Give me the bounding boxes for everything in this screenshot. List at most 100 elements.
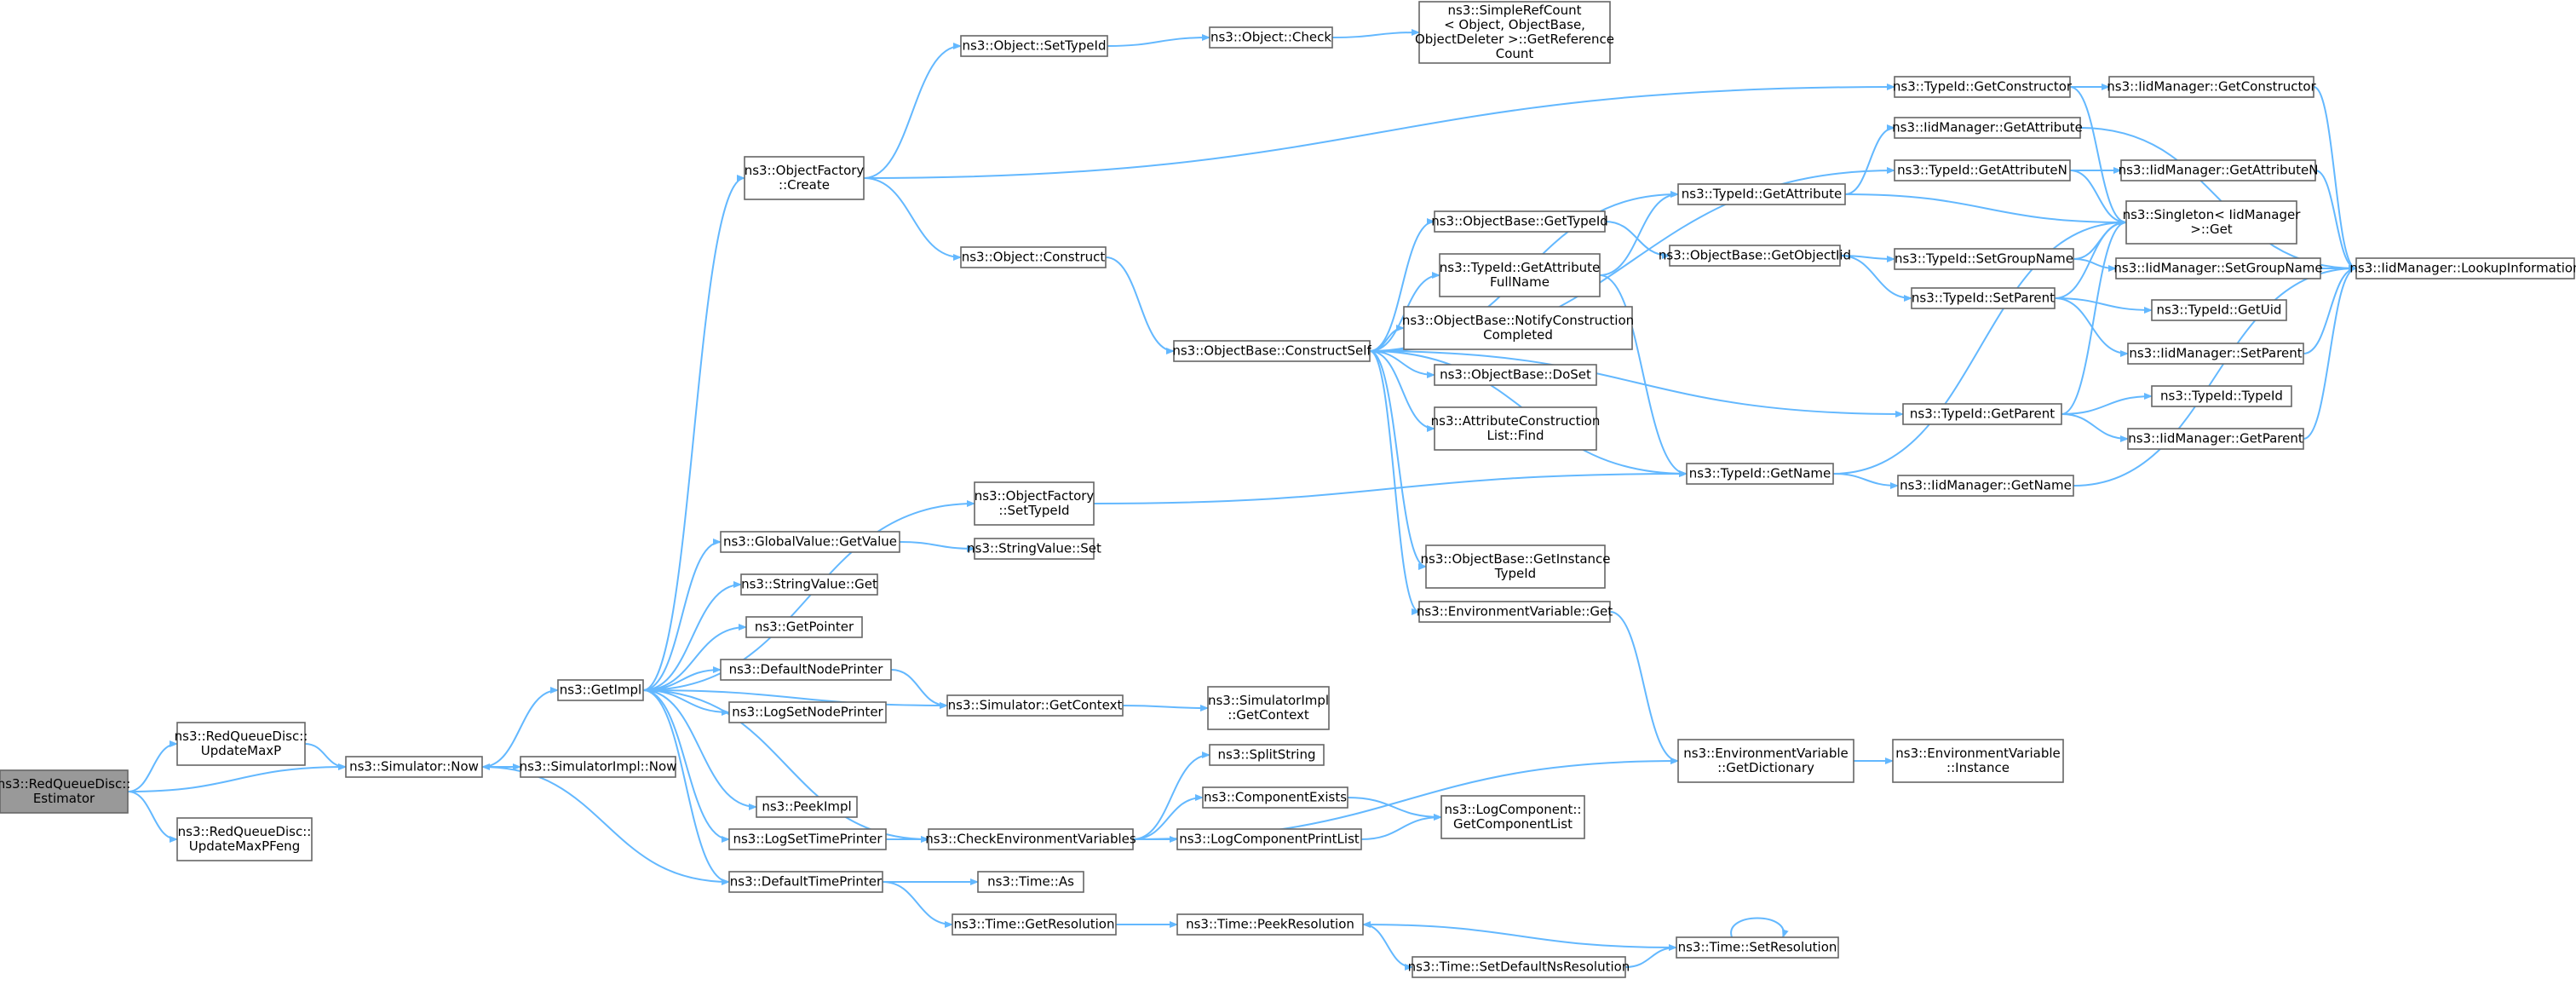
node-ns3-iidmanager-setgroupname[interactable]: ns3::IidManager::SetGroupName [2113, 257, 2323, 279]
node-ns3-componentexists[interactable]: ns3::ComponentExists [1202, 786, 1348, 809]
node-box [1677, 739, 1854, 783]
edge-n29-to-n39 [1362, 924, 1413, 971]
node-box [960, 246, 1107, 268]
node-ns3-typeid-getname[interactable]: ns3::TypeId::GetName [1686, 463, 1834, 485]
node-box [1412, 956, 1626, 978]
node-ns3-environmentvariable-getdictionary[interactable]: ns3::EnvironmentVariable::GetDictionary [1677, 739, 1854, 783]
node-ns3-objectfactory-settypeid[interactable]: ns3::ObjectFactory::SetTypeId [974, 481, 1095, 526]
node-ns3-objectbase-getobjectiid[interactable]: ns3::ObjectBase::GetObjectIid [1659, 245, 1851, 267]
node-box [0, 769, 129, 814]
node-ns3-typeid-setparent[interactable]: ns3::TypeId::SetParent [1911, 287, 2056, 309]
node-ns3-typeid-getattribute[interactable]: ns3::TypeId::GetAttribute [1677, 183, 1846, 205]
node-ns3-objectfactory-create[interactable]: ns3::ObjectFactory::Create [744, 156, 865, 200]
node-ns3-defaulttimeprinter[interactable]: ns3::DefaultTimePrinter [728, 871, 883, 893]
node-label: UpdateMaxPFeng [189, 838, 300, 854]
node-ns3-simulator-now[interactable]: ns3::Simulator::Now [345, 756, 483, 778]
node-label: Estimator [33, 791, 95, 806]
node-ns3-logcomponentprintlist[interactable]: ns3::LogComponentPrintList [1176, 828, 1362, 850]
node-ns3-objectbase-notifyconstruction-completed[interactable]: ns3::ObjectBase::NotifyConstructionCompl… [1402, 306, 1634, 350]
edge-n53-to-n61 [2313, 86, 2357, 272]
node-ns3-time-peekresolution[interactable]: ns3::Time::PeekResolution [1176, 913, 1364, 936]
node-box [952, 913, 1117, 936]
node-ns3-objectbase-constructself[interactable]: ns3::ObjectBase::ConstructSelf [1172, 340, 1371, 362]
node-ns3-defaultnodeprinter[interactable]: ns3::DefaultNodePrinter [720, 659, 892, 681]
edge-n24-to-n36 [1369, 350, 1427, 570]
node-ns3-typeid-getparent[interactable]: ns3::TypeId::GetParent [1902, 403, 2062, 425]
node-label: ns3::Time::PeekResolution [1186, 917, 1354, 932]
node-ns3-iidmanager-getattribute[interactable]: ns3::IidManager::GetAttribute [1892, 117, 2083, 139]
node-label: ns3::ComponentExists [1204, 790, 1347, 805]
edge-n4-to-n15 [642, 689, 730, 885]
node-ns3-environmentvariable-get[interactable]: ns3::EnvironmentVariable::Get [1417, 601, 1613, 623]
node-ns3-redqueuedisc-estimator[interactable]: ns3::RedQueueDisc::Estimator [0, 769, 130, 814]
node-label: ns3::GetImpl [560, 683, 641, 698]
node-box [1418, 601, 1611, 623]
node-ns3-iidmanager-getparent[interactable]: ns3::IidManager::GetParent [2127, 428, 2304, 450]
node-ns3-iidmanager-getconstructor[interactable]: ns3::IidManager::GetConstructor [2107, 76, 2317, 98]
node-ns3-stringvalue-set[interactable]: ns3::StringValue::Set [967, 538, 1101, 560]
node-label: ns3::IidManager::SetGroupName [2113, 261, 2322, 276]
node-ns3-time-setresolution[interactable]: ns3::Time::SetResolution [1676, 936, 1839, 959]
node-ns3-simulator-getcontext[interactable]: ns3::Simulator::GetContext [946, 694, 1124, 717]
node-ns3-logcomponent-getcomponentlist[interactable]: ns3::LogComponent::GetComponentList [1440, 795, 1585, 839]
node-box [2120, 159, 2316, 181]
node-ns3-typeid-getconstructor[interactable]: ns3::TypeId::GetConstructor [1893, 76, 2073, 98]
node-box [728, 701, 887, 723]
edge-n46-to-n61 [2079, 127, 2357, 272]
node-ns3-simulatorimpl-getcontext[interactable]: ns3::SimulatorImpl::GetContext [1207, 686, 1330, 730]
node-ns3-iidmanager-lookupinformation[interactable]: ns3::IidManager::LookupInformation [2349, 257, 2576, 279]
node-ns3-stringvalue-get[interactable]: ns3::StringValue::Get [740, 573, 878, 596]
node-box [977, 871, 1084, 893]
node-box [1434, 364, 1597, 386]
node-ns3-typeid-getuid[interactable]: ns3::TypeId::GetUid [2151, 299, 2287, 321]
node-label: ns3::SimpleRefCount [1448, 3, 1582, 18]
node-box [720, 659, 892, 681]
node-ns3-typeid-getattributen[interactable]: ns3::TypeId::GetAttributeN [1894, 159, 2071, 181]
node-ns3-typeid-typeid[interactable]: ns3::TypeId::TypeId [2151, 385, 2292, 407]
node-ns3-iidmanager-setparent[interactable]: ns3::IidManager::SetParent [2127, 343, 2304, 365]
edge-n45-to-n55 [2069, 86, 2127, 226]
node-ns3-redqueuedisc-updatemaxp[interactable]: ns3::RedQueueDisc::UpdateMaxP [175, 722, 308, 766]
node-ns3-checkenvironmentvariables[interactable]: ns3::CheckEnvironmentVariables [925, 828, 1136, 850]
node-label: ns3::Object::SetTypeId [963, 38, 1107, 54]
node-ns3-time-setdefaultnsresolution[interactable]: ns3::Time::SetDefaultNsResolution [1408, 956, 1630, 978]
node-ns3-objectbase-gettypeid[interactable]: ns3::ObjectBase::GetTypeId [1431, 210, 1608, 233]
node-box [1173, 340, 1371, 362]
node-box [960, 35, 1108, 57]
node-label: ns3::AttributeConstruction [1431, 413, 1601, 429]
edge-n20-to-n26 [1132, 752, 1210, 840]
node-box [557, 679, 644, 701]
node-ns3-singleton-iidmanager-get[interactable]: ns3::Singleton< IidManager>::Get [2123, 200, 2302, 245]
node-ns3-object-check[interactable]: ns3::Object::Check [1209, 26, 1333, 49]
node-box [1894, 159, 2071, 181]
node-ns3-time-getresolution[interactable]: ns3::Time::GetResolution [952, 913, 1117, 936]
node-ns3-getimpl[interactable]: ns3::GetImpl [557, 679, 644, 701]
node-ns3-logsettimeprinter[interactable]: ns3::LogSetTimePrinter [728, 828, 887, 850]
node-box [740, 573, 878, 596]
node-ns3-splitstring[interactable]: ns3::SplitString [1209, 744, 1325, 766]
node-ns3-environmentvariable-instance[interactable]: ns3::EnvironmentVariable::Instance [1892, 739, 2064, 783]
node-ns3-simplerefcount-object-objectbase-objectdeleter-getreference-count[interactable]: ns3::SimpleRefCount< Object, ObjectBase,… [1415, 1, 1614, 64]
node-ns3-getpointer[interactable]: ns3::GetPointer [745, 616, 863, 638]
node-label: Count [1496, 46, 1534, 61]
node-box [520, 756, 676, 778]
node-ns3-objectbase-doset[interactable]: ns3::ObjectBase::DoSet [1434, 364, 1597, 386]
node-ns3-object-construct[interactable]: ns3::Object::Construct [960, 246, 1107, 268]
node-ns3-redqueuedisc-updatemaxpfeng[interactable]: ns3::RedQueueDisc::UpdateMaxPFeng [176, 817, 313, 861]
edge-n49-to-n57 [2054, 297, 2153, 314]
node-ns3-simulatorimpl-now[interactable]: ns3::SimulatorImpl::Now [520, 756, 677, 778]
edge-n41-to-n49 [1839, 255, 1912, 302]
node-ns3-globalvalue-getvalue[interactable]: ns3::GlobalValue::GetValue [720, 531, 900, 553]
node-ns3-iidmanager-getname[interactable]: ns3::IidManager::GetName [1897, 475, 2074, 497]
node-ns3-typeid-setgroupname[interactable]: ns3::TypeId::SetGroupName [1894, 248, 2074, 270]
node-ns3-peekimpl[interactable]: ns3::PeekImpl [756, 796, 858, 818]
edge-n32-to-n42 [1599, 274, 1688, 477]
node-ns3-time-as[interactable]: ns3::Time::As [977, 871, 1084, 893]
node-ns3-logsetnodeprinter[interactable]: ns3::LogSetNodePrinter [728, 701, 887, 723]
node-ns3-object-settypeid[interactable]: ns3::Object::SetTypeId [960, 35, 1108, 57]
node-ns3-iidmanager-getattributen[interactable]: ns3::IidManager::GetAttributeN [2119, 159, 2319, 181]
node-box [345, 756, 483, 778]
